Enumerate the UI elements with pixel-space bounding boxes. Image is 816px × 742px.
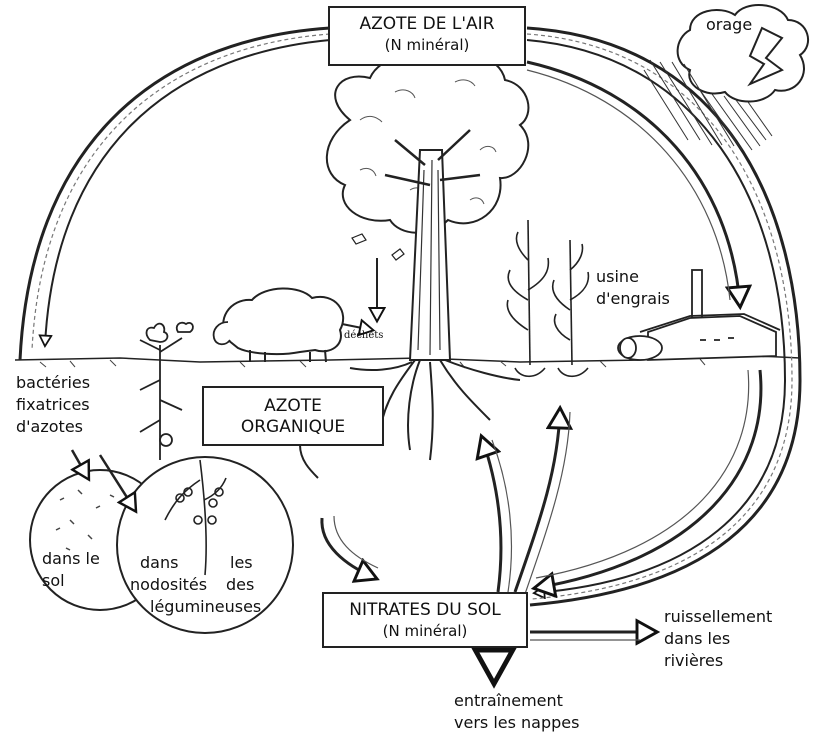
node-soil-nitrates: NITRATES DU SOL (N minéral) bbox=[322, 592, 528, 648]
arrow-organic-to-nitrates-inner bbox=[334, 516, 378, 568]
label-runoff-line2: dans les bbox=[664, 628, 772, 650]
label-bacteria: bactéries fixatrices d'azotes bbox=[16, 372, 90, 438]
label-legumes: les des bbox=[226, 552, 254, 596]
node-organic-nitrogen: AZOTE ORGANIQUE bbox=[202, 386, 384, 446]
label-runoff: ruissellement dans les rivières bbox=[664, 606, 772, 672]
arrow-factory-to-nitrates bbox=[536, 370, 761, 588]
label-storm: orage bbox=[706, 14, 752, 36]
label-legumes-line2: des bbox=[226, 574, 254, 596]
sheep-head bbox=[214, 322, 230, 344]
falling-leaf bbox=[352, 234, 366, 244]
node-organic-title: AZOTE bbox=[204, 396, 382, 417]
label-in-nodules-line1: dans bbox=[136, 552, 207, 574]
legume-plant bbox=[140, 323, 193, 460]
label-leaching-line1: entraînement bbox=[454, 690, 579, 712]
arrow-nitrates-to-tree bbox=[482, 438, 501, 592]
label-bacteria-line1: bactéries bbox=[16, 372, 90, 394]
label-in-nodules: dans nodosités bbox=[136, 552, 207, 596]
node-air-title: AZOTE DE L'AIR bbox=[330, 14, 524, 35]
arrow-nitrates-to-corn-inner bbox=[525, 412, 570, 594]
arrow-air-to-nitrates-mid bbox=[527, 34, 792, 599]
node-nitrates-title: NITRATES DU SOL bbox=[324, 600, 526, 621]
label-bacteria-line2: fixatrices bbox=[16, 394, 90, 416]
label-in-soil: dans le sol bbox=[42, 548, 100, 592]
falling-leaf-2 bbox=[392, 249, 404, 260]
node-nitrates-subtitle: (N minéral) bbox=[324, 621, 526, 642]
label-in-nodules-line2: nodosités bbox=[130, 574, 207, 596]
label-runoff-line3: rivières bbox=[664, 650, 772, 672]
label-legumes-name: légumineuses bbox=[150, 596, 261, 618]
label-leaching-line2: vers les nappes bbox=[454, 712, 579, 734]
label-bacteria-line3: d'azotes bbox=[16, 416, 90, 438]
arrow-soil-line bbox=[300, 445, 318, 478]
sheep-body bbox=[223, 288, 343, 354]
label-factory: usine d'engrais bbox=[596, 266, 670, 310]
label-runoff-line1: ruissellement bbox=[664, 606, 772, 628]
arrow-air-to-nitrates-inner bbox=[527, 40, 785, 593]
node-organic-subtitle: ORGANIQUE bbox=[204, 417, 382, 438]
label-factory-line2: d'engrais bbox=[596, 288, 670, 310]
label-leaching: entraînement vers les nappes bbox=[454, 690, 579, 734]
arrow-nitrates-to-corn bbox=[515, 410, 560, 592]
arrow-air-to-nitrates-outer bbox=[527, 28, 800, 605]
corn-plants bbox=[507, 220, 588, 376]
node-air-subtitle: (N minéral) bbox=[330, 35, 524, 56]
label-in-soil-line2: sol bbox=[42, 570, 100, 592]
label-legumes-line1: les bbox=[226, 552, 254, 574]
label-factory-line1: usine bbox=[596, 266, 670, 288]
node-air-nitrogen: AZOTE DE L'AIR (N minéral) bbox=[328, 6, 526, 66]
label-waste: déchets bbox=[344, 330, 383, 342]
label-in-soil-line1: dans le bbox=[42, 548, 100, 570]
